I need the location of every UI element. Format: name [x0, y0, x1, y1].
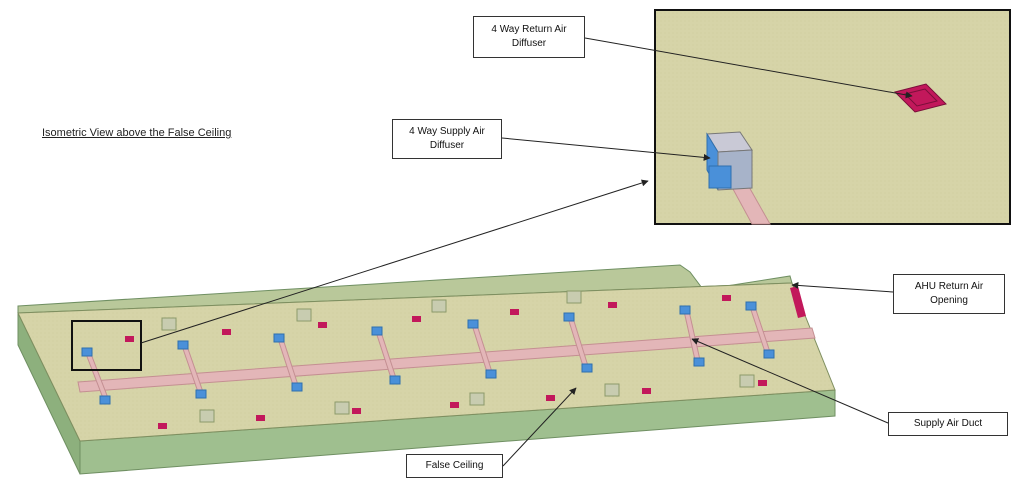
leader-supply-diffuser [501, 137, 711, 161]
supply-diffusers [81, 301, 775, 405]
inset-return-diffuser [894, 83, 947, 113]
leader-supply-duct [691, 338, 889, 424]
zoom-inset [654, 9, 1011, 225]
zoom-highlight-box [71, 320, 142, 371]
leader-return-diffuser [584, 37, 913, 99]
leader-ahu-return [791, 281, 894, 293]
light-fixtures [161, 290, 755, 423]
callout-supply-diffuser: 4 Way Supply Air Diffuser [392, 119, 502, 159]
return-diffusers [125, 295, 767, 429]
leader-false-ceiling [502, 387, 577, 467]
page-title: Isometric View above the False Ceiling [42, 127, 232, 139]
callout-ahu-return: AHU Return Air Opening [893, 274, 1005, 314]
callout-false-ceiling: False Ceiling [406, 454, 503, 478]
callout-supply-duct: Supply Air Duct [888, 412, 1008, 436]
supply-air-duct-main [77, 327, 816, 393]
callout-return-diffuser: 4 Way Return Air Diffuser [473, 16, 585, 58]
zoom-connector [140, 179, 649, 344]
ahu-return-opening [790, 286, 806, 318]
